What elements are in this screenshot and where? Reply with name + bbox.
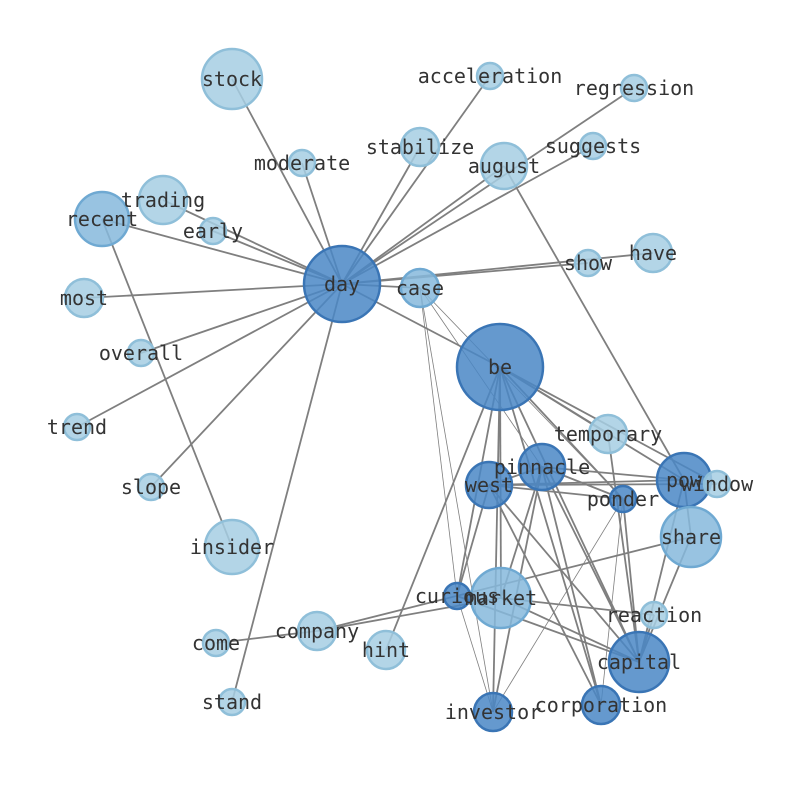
node-overall[interactable] [126,338,156,368]
node-august[interactable] [479,141,529,191]
edge-case-curious [419,287,458,597]
edge-day-slope [150,283,343,488]
node-most[interactable] [63,277,105,319]
node-label-trading: trading [121,188,205,212]
node-case[interactable] [399,267,441,309]
node-label-moderate: moderate [254,151,350,175]
node-west[interactable] [464,460,514,510]
node-show[interactable] [573,248,603,278]
node-label-reaction: reaction [606,603,702,627]
node-corporation[interactable] [580,684,622,726]
node-label-company: company [275,619,359,643]
node-stabilize[interactable] [399,126,441,168]
edge-august-pow [503,165,685,481]
node-trend[interactable] [62,412,92,442]
node-label-pow: pow [666,468,703,492]
node-insider[interactable] [203,518,261,576]
edge-day-most [83,283,343,299]
labels-layer: day be stock acceleration regression stabiliz… [47,64,754,724]
node-trading[interactable] [137,174,189,226]
node-suggests[interactable] [578,131,608,161]
edge-pinnacle-corporation [541,466,602,706]
nodes-layer [62,47,732,733]
node-label-corporation: corporation [535,693,667,717]
node-label-hint: hint [362,638,410,662]
node-label-slope: slope [121,475,181,499]
node-regression[interactable] [619,73,649,103]
node-investor[interactable] [472,691,514,733]
node-window[interactable] [702,469,732,499]
node-label-trend: trend [47,415,107,439]
node-hint[interactable] [365,629,407,671]
node-label-investor: investor [445,700,541,724]
node-label-regression: regression [574,76,694,100]
edge-corporation-ponder [600,498,624,706]
node-label-overall: overall [99,341,183,365]
node-have[interactable] [632,232,674,274]
node-slope[interactable] [136,472,166,502]
node-day[interactable] [302,244,382,324]
node-come[interactable] [201,628,231,658]
node-recent[interactable] [73,190,131,248]
node-reaction[interactable] [639,600,669,630]
edge-day-stand [231,283,343,703]
node-label-come: come [192,631,240,655]
node-label-stand: stand [202,690,262,714]
edge-day-suggests [341,145,594,285]
edge-be-capital [499,366,640,663]
edge-pinnacle-capital [541,466,640,663]
node-ponder[interactable] [608,484,638,514]
node-label-pinnacle: pinnacle [494,455,590,479]
node-moderate[interactable] [287,148,317,178]
node-label-west: west [465,473,513,497]
edge-be-corporation [499,366,602,706]
node-share[interactable] [659,505,723,569]
node-label-insider: insider [190,535,274,559]
node-label-stabilize: stabilize [366,135,474,159]
edge-recent-insider [101,218,233,548]
node-label-suggests: suggests [545,134,641,158]
node-label-market: market [465,586,537,610]
node-label-have: have [629,241,677,265]
edge-case-investor [419,287,494,713]
node-label-day: day [324,272,360,296]
node-label-show: show [564,251,613,275]
node-label-be: be [488,355,512,379]
node-early[interactable] [198,216,228,246]
node-label-ponder: ponder [587,487,659,511]
node-capital[interactable] [607,630,671,694]
node-company[interactable] [296,610,338,652]
node-pinnacle[interactable] [517,442,567,492]
edge-west-capital [488,484,640,663]
node-label-early: early [183,219,243,243]
edge-be-hint [385,366,501,651]
edge-day-acceleration [341,75,491,285]
edge-day-regression [341,87,635,285]
node-temporary[interactable] [587,413,629,455]
node-acceleration[interactable] [475,61,505,91]
node-label-recent: recent [66,207,138,231]
node-label-august: august [468,154,540,178]
edge-day-trend [76,283,343,428]
node-label-window: window [681,472,754,496]
edge-west-corporation [488,484,602,706]
node-label-temporary: temporary [554,422,662,446]
node-label-curious: curious [415,584,499,608]
node-market[interactable] [469,566,533,630]
node-label-capital: capital [597,650,681,674]
edge-temporary-capital [607,433,640,663]
edge-day-recent [101,218,343,285]
node-be[interactable] [455,322,545,412]
node-label-most: most [60,286,108,310]
node-label-stock: stock [202,67,262,91]
edge-investor-ponder [492,498,624,713]
node-label-acceleration: acceleration [418,64,563,88]
edge-be-investor [492,366,501,713]
node-stand[interactable] [217,687,247,717]
node-label-share: share [661,525,721,549]
node-label-case: case [396,276,444,300]
node-stock[interactable] [200,47,264,111]
